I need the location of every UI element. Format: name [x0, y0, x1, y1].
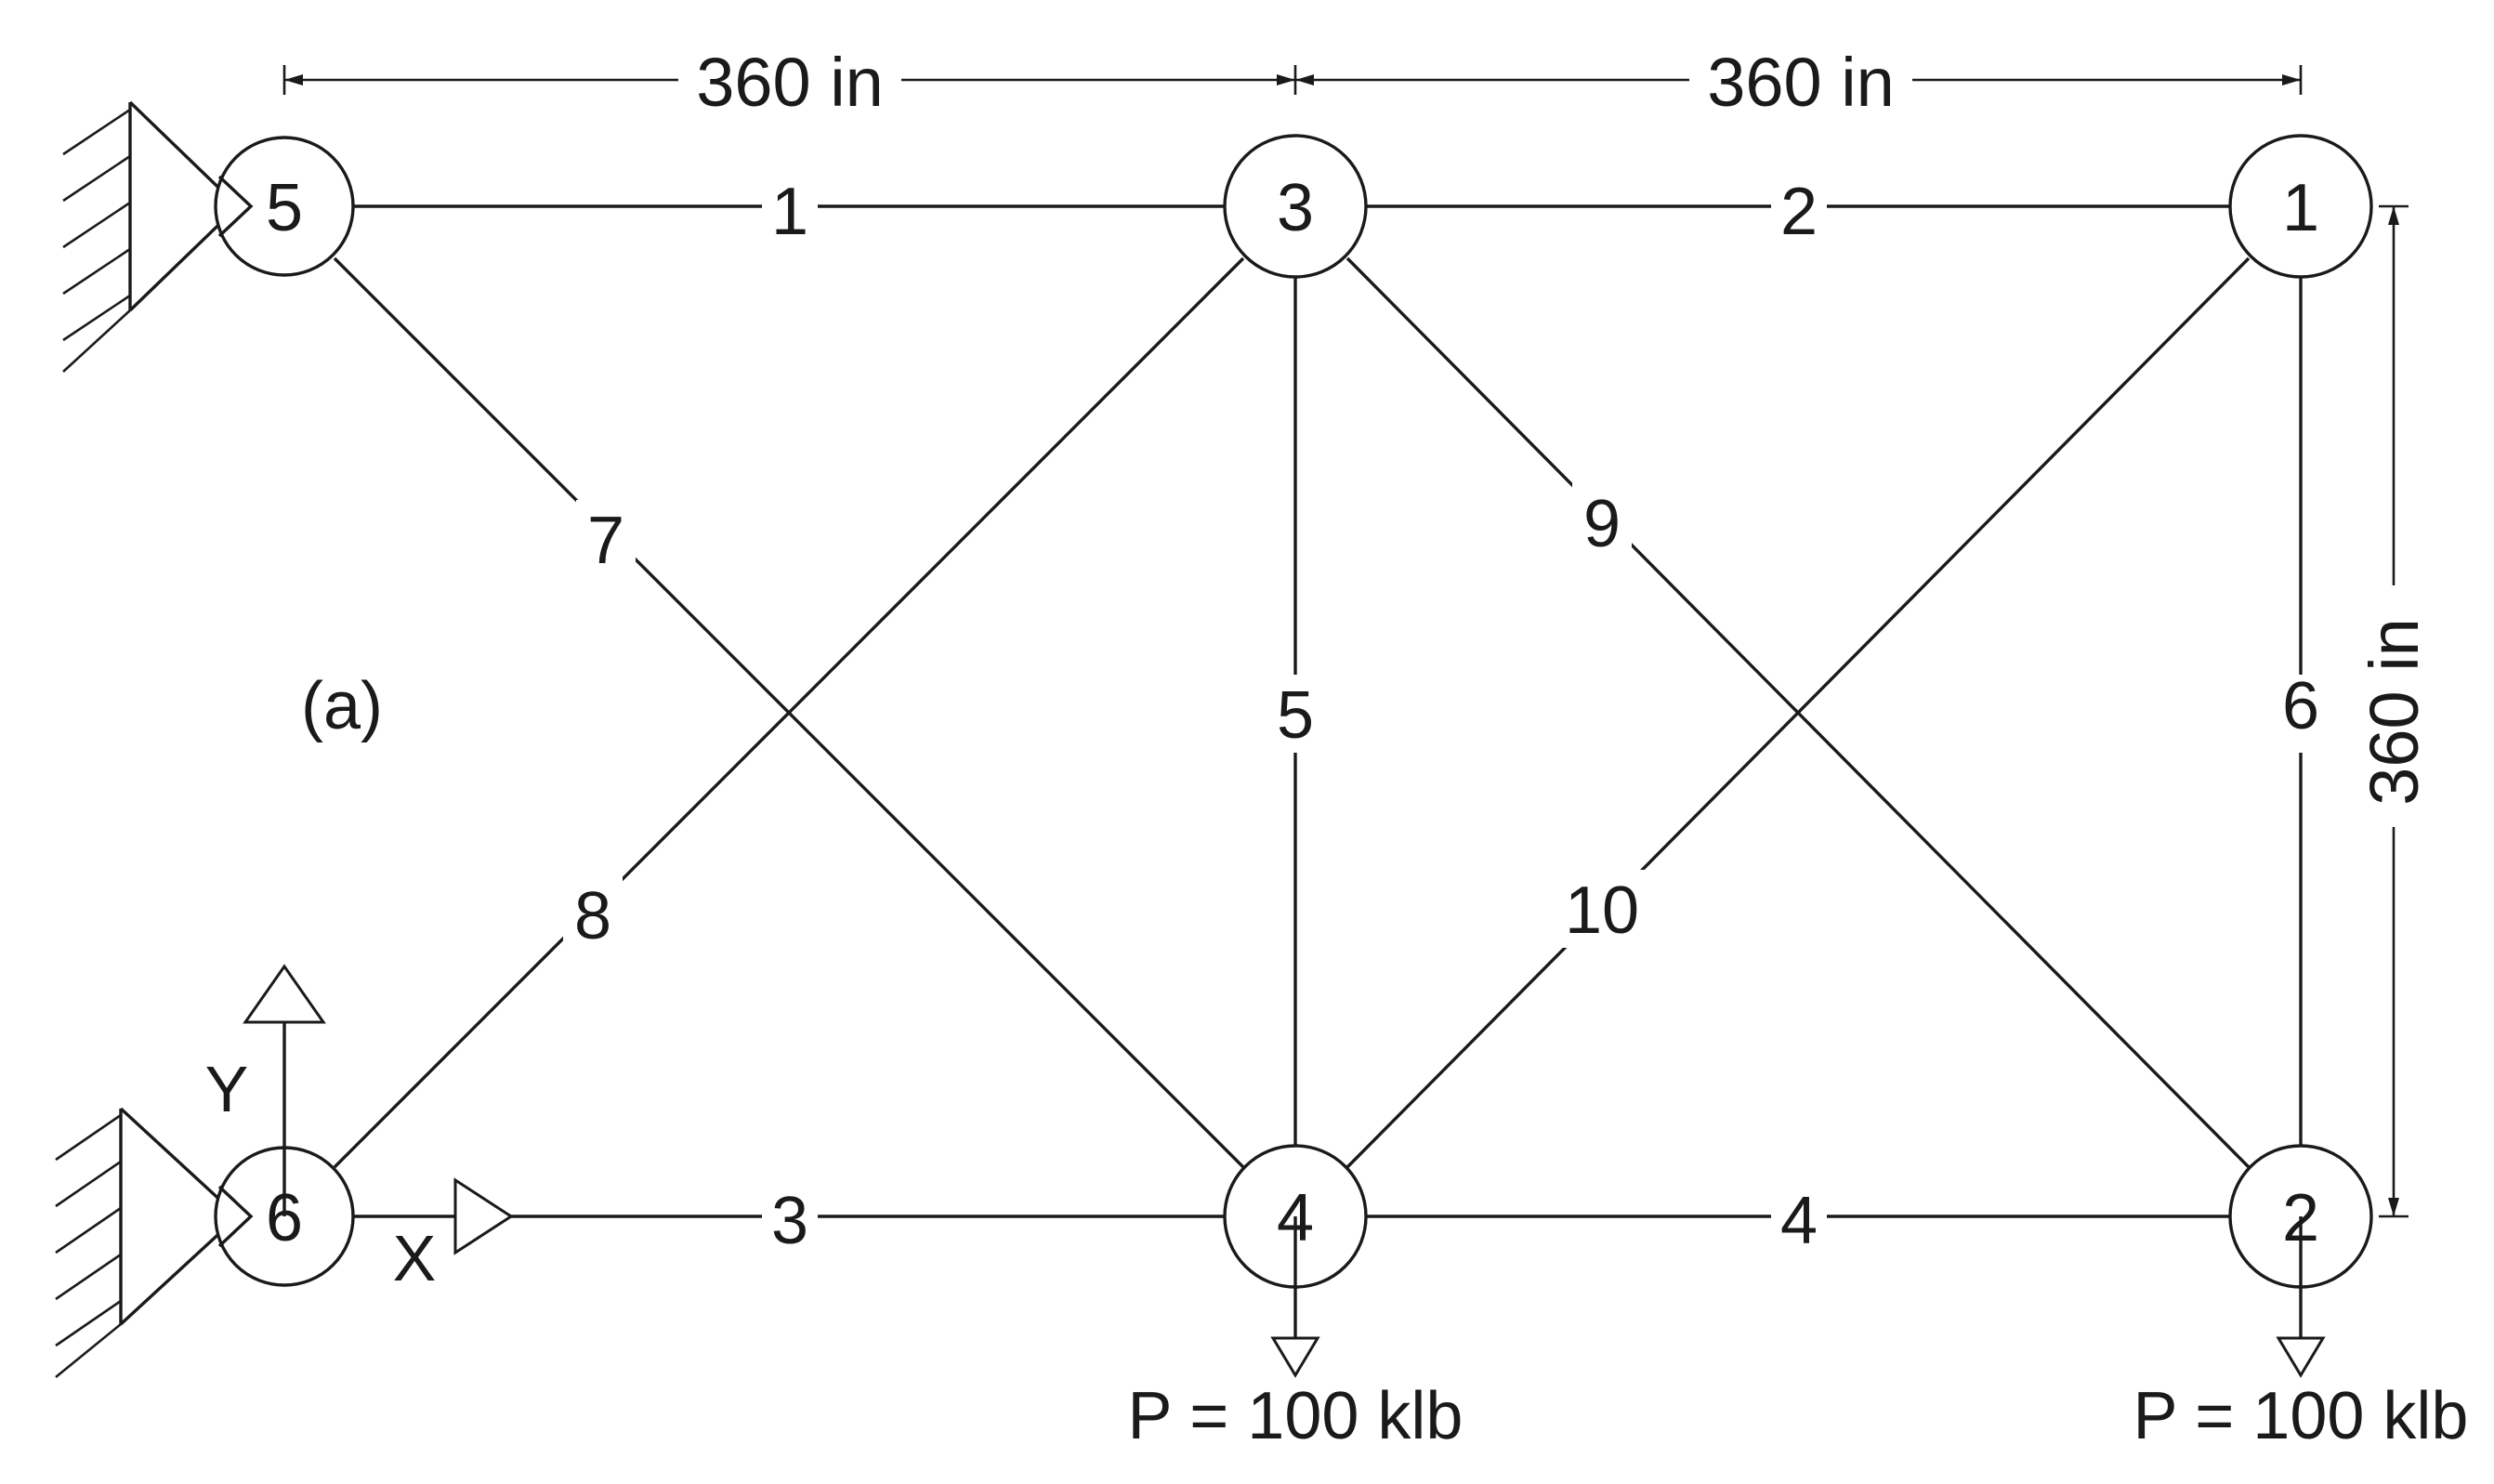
load-label-node-4: P = 100 klb: [1128, 1379, 1464, 1453]
support-pin-tip-6: [217, 1185, 254, 1248]
panel-label: (a): [301, 669, 383, 743]
x-axis-arrowhead-icon: [453, 1177, 514, 1255]
dimension-label-top-right: 360 in: [1707, 44, 1895, 121]
node-1-circle: [2228, 134, 2373, 279]
dimension-top: [282, 65, 2303, 95]
support-pin-tip-5: [217, 175, 254, 238]
load-node-2: [2276, 1216, 2326, 1378]
global-axes: [243, 964, 514, 1255]
member-label-10: 10: [1565, 873, 1639, 948]
nodes: [214, 134, 2373, 1289]
node-label-6: 6: [266, 1181, 303, 1255]
member-label-9: 9: [1583, 487, 1621, 561]
member-label-1: 1: [771, 175, 808, 249]
node-3-circle: [1223, 134, 1368, 279]
member-label-7: 7: [587, 504, 624, 578]
member-label-6: 6: [2282, 669, 2319, 743]
y-axis-label: Y: [205, 1053, 249, 1125]
node-label-1: 1: [2282, 171, 2319, 245]
node-label-3: 3: [1277, 171, 1314, 245]
support-node-6: [55, 1107, 241, 1379]
node-label-2: 2: [2282, 1181, 2319, 1255]
member-label-8: 8: [574, 879, 611, 953]
member-label-4: 4: [1780, 1184, 1818, 1258]
dimension-label-top-left: 360 in: [696, 44, 884, 121]
load-node-4: [1270, 1216, 1320, 1378]
member-label-5: 5: [1277, 678, 1314, 753]
y-axis-arrowhead-icon: [243, 964, 326, 1024]
load-arrowhead-icon: [2276, 1336, 2326, 1378]
member-label-2: 2: [1780, 175, 1818, 249]
member-8-line: [333, 256, 1245, 1169]
support-node-5: [62, 100, 241, 373]
node-5-circle: [214, 136, 355, 277]
load-arrowhead-icon: [1270, 1336, 1320, 1378]
x-axis-label: X: [393, 1222, 437, 1294]
load-label-node-2: P = 100 klb: [2133, 1379, 2469, 1453]
member-10-line: [1345, 256, 2251, 1169]
node-label-5: 5: [266, 171, 303, 245]
node-label-4: 4: [1277, 1181, 1314, 1255]
member-label-3: 3: [771, 1184, 808, 1258]
dimension-label-right: 360 in: [2356, 618, 2433, 806]
